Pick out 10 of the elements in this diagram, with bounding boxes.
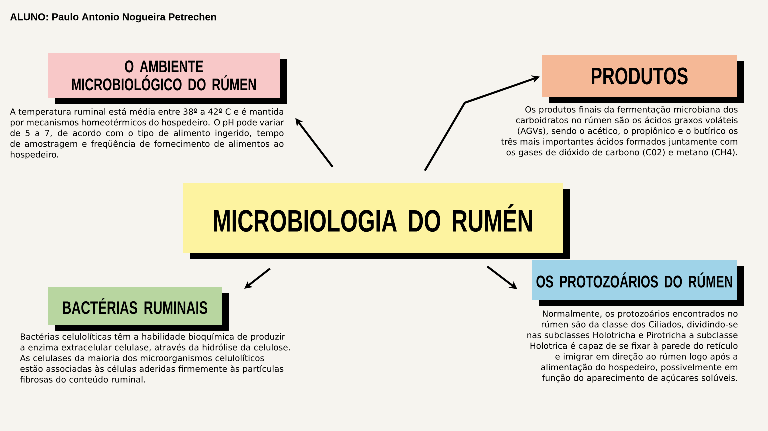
body-text: Bactérias celulolíticas têm a habilidade bioquímica de produzir a enzima extracelular celulase, através da hidrólise da celulose. As celulases da maioria dos microorganismos celulolíticos estão associadas às células aderidas firmemente às partículas fibrosas do conteúdo ruminal. bbox=[20, 333, 290, 383]
title-box: BACTÉRIAS RUMINAIS bbox=[48, 287, 229, 331]
student-name: ALUNO: Paulo Antonio Nogueira Petrechen bbox=[10, 13, 216, 23]
body-text: Normalmente, os protozoários encontrados no rúmen são da classe dos Ciliados, dividindo-se nas subclasses Holotricha e Pirotricha a subclasse Holotrica é capaz de se fixar à parede do retículo e imigrar em direção ao rúmen logo após a alimentação do hospedeiro, possivelmente em função do aparecimento de açúcares solúveis. bbox=[528, 310, 738, 383]
body-text: A temperatura ruminal está média entre 38º a 42º C e é mantida por mecanismos homeotérmicos do hospedeiro. O pH pode variar de 5 a 7, de acordo com o tipo de alimento ingerido, tempo de amostragem e freqüência de fornecimento de alimentos ao hospedeiro. bbox=[10, 108, 284, 160]
title-box: PRODUTOS bbox=[542, 55, 744, 103]
title-box: O AMBIENTE MICROBIOLÓGICO DO RÚMEN bbox=[48, 53, 287, 104]
title-box: OS PROTOZOÁRIOS DO RÚMEN bbox=[532, 260, 744, 306]
title-box: MICROBIOLOGIA DO RUMÉN bbox=[183, 183, 570, 259]
body-text: Os produtos finais da fermentação microbiana dos carboidratos no rúmen são os ácidos graxos voláteis (AGVs), sendo o acético, o propiônico e o butírico os três mais importantes ácidos formados juntamente com os gases de dióxido de carbono (C02) e metano (CH4). bbox=[501, 106, 738, 158]
